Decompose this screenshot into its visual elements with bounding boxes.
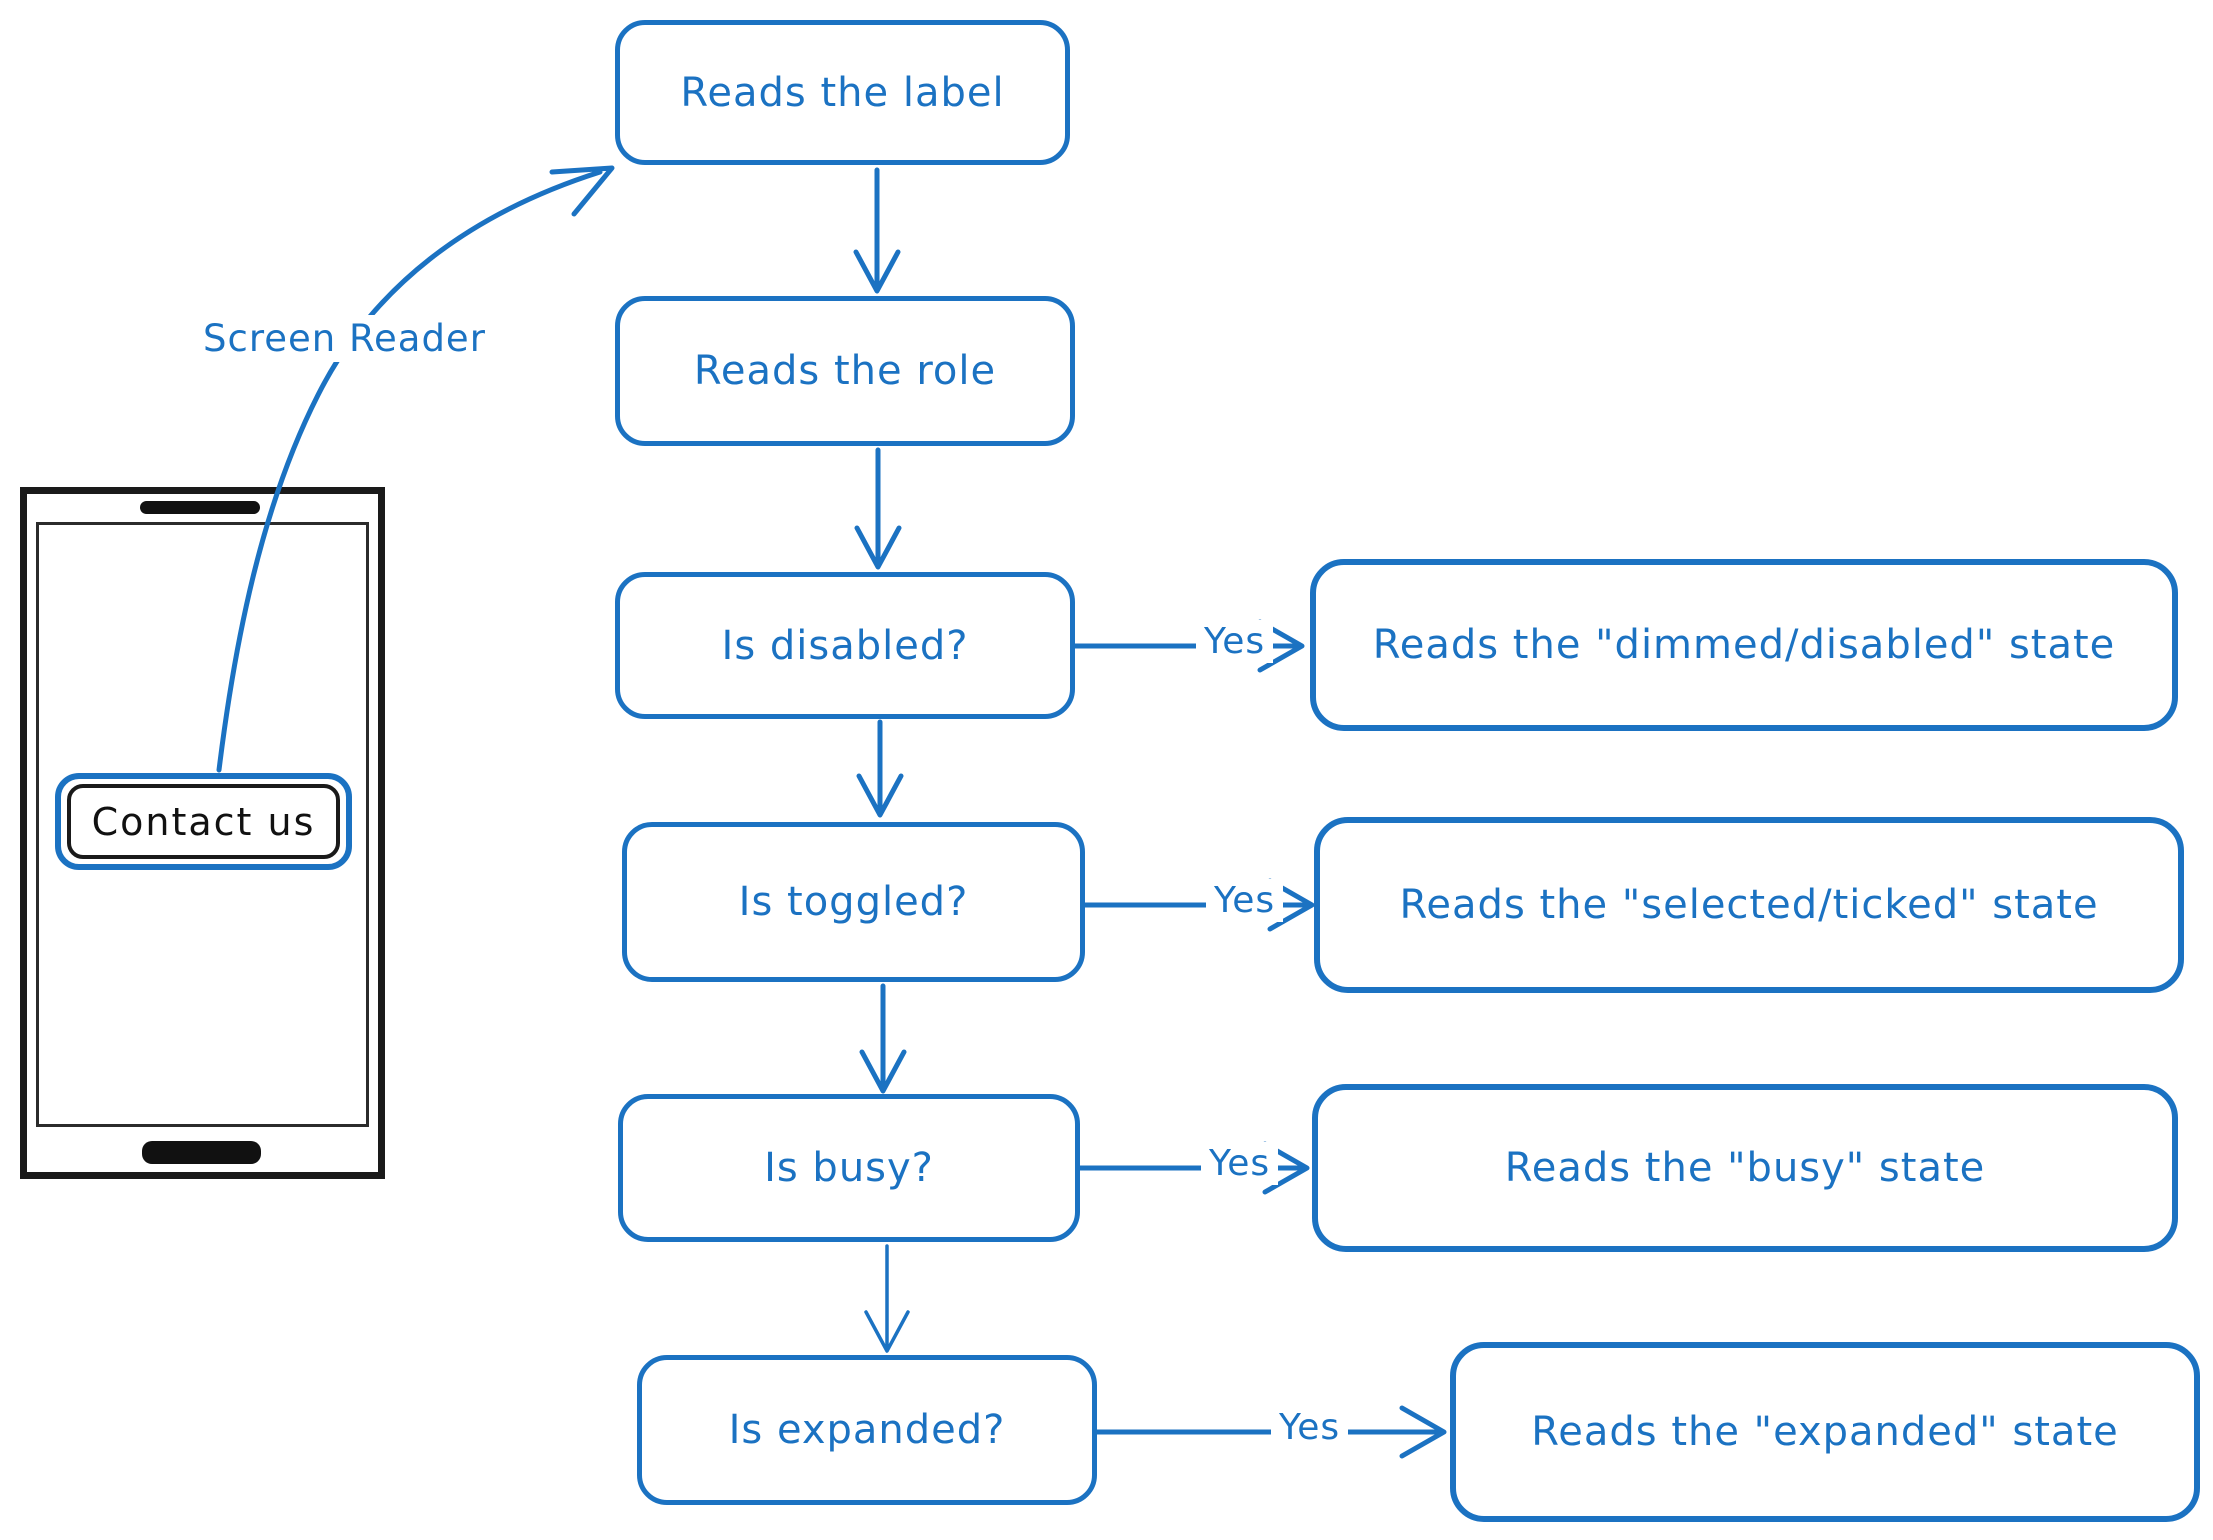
flow-node-label: Reads the "busy" state: [1504, 1145, 1986, 1191]
arrow-down-busy-to-expanded: [864, 1244, 910, 1353]
flow-node-is-disabled: Is disabled?: [615, 572, 1075, 719]
flow-node-is-toggled: Is toggled?: [622, 822, 1085, 982]
phone-screen: Contact us: [36, 522, 369, 1127]
screen-reader-label: Screen Reader: [193, 315, 496, 362]
phone-home-button: [142, 1141, 261, 1164]
yes-label-disabled: Yes: [1196, 620, 1274, 664]
phone-mockup: Contact us: [20, 487, 385, 1179]
flow-node-label: Is toggled?: [738, 879, 969, 925]
flow-result-selected-ticked: Reads the "selected/ticked" state: [1314, 817, 2184, 993]
yes-label-expanded: Yes: [1271, 1406, 1349, 1450]
flow-node-label: Reads the "dimmed/disabled" state: [1372, 622, 2116, 668]
flow-node-label: Reads the label: [680, 69, 1005, 116]
flow-node-reads-label: Reads the label: [615, 20, 1070, 165]
phone-speaker-icon: [140, 501, 260, 514]
flow-node-label: Is expanded?: [728, 1407, 1006, 1453]
flow-node-reads-role: Reads the role: [615, 296, 1075, 446]
flow-node-label: Is busy?: [764, 1145, 934, 1191]
flow-result-expanded: Reads the "expanded" state: [1450, 1342, 2200, 1522]
focus-ring: Contact us: [55, 773, 352, 870]
flow-node-label: Reads the role: [693, 348, 997, 394]
flow-result-busy: Reads the "busy" state: [1312, 1084, 2178, 1252]
arrow-down-role-to-disabled: [854, 447, 902, 570]
contact-us-button[interactable]: Contact us: [67, 784, 340, 859]
arrow-down-label-to-role: [853, 167, 901, 294]
flow-node-label: Reads the "expanded" state: [1531, 1409, 2119, 1455]
yes-label-toggled: Yes: [1206, 879, 1284, 923]
flow-node-label: Is disabled?: [721, 622, 969, 669]
arrow-down-toggled-to-busy: [859, 983, 907, 1094]
flow-node-is-expanded: Is expanded?: [637, 1355, 1097, 1505]
arrow-down-disabled-to-toggled: [856, 719, 904, 818]
flow-node-label: Reads the "selected/ticked" state: [1399, 882, 2099, 928]
flow-result-dimmed-disabled: Reads the "dimmed/disabled" state: [1310, 559, 2178, 731]
yes-label-busy: Yes: [1201, 1142, 1279, 1186]
flow-node-is-busy: Is busy?: [618, 1094, 1080, 1242]
